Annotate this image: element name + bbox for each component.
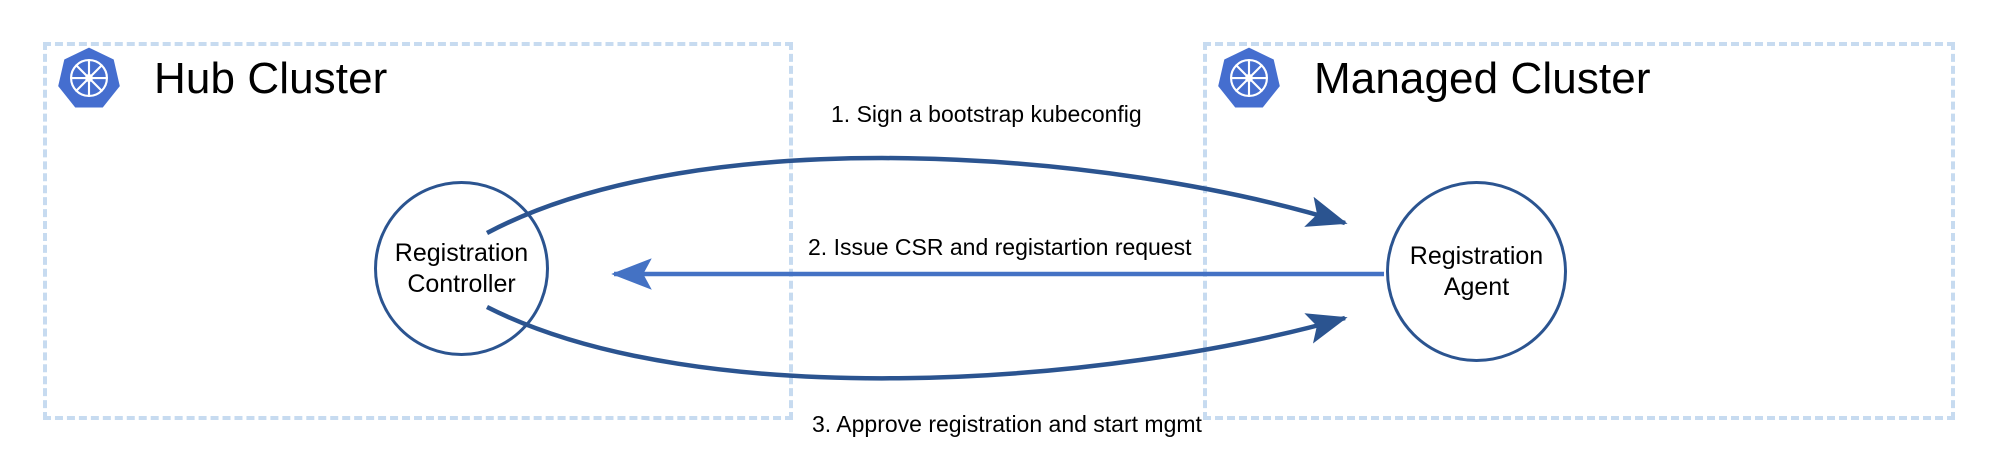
managed-cluster-title: Managed Cluster xyxy=(1314,54,1651,103)
flow-label-3: 3. Approve registration and start mgmt xyxy=(812,411,1202,437)
node-label-line-2: Controller xyxy=(407,269,516,298)
flow-label-2: 2. Issue CSR and registartion request xyxy=(808,234,1192,260)
hub-cluster-header: Hub Cluster xyxy=(58,46,387,112)
node-label-line-2: Agent xyxy=(1443,272,1510,301)
hub-cluster-title: Hub Cluster xyxy=(154,54,388,103)
kubernetes-icon xyxy=(58,47,120,108)
registration-agent-node: Registration Agent xyxy=(1386,181,1567,362)
flow-label-1: 1. Sign a bootstrap kubeconfig xyxy=(831,101,1142,127)
node-label-line-1: Registration xyxy=(394,239,529,267)
registration-controller-node: Registration Controller xyxy=(374,181,549,356)
node-label-line-1: Registration xyxy=(1409,242,1544,270)
kubernetes-icon xyxy=(1218,47,1280,108)
managed-cluster-header: Managed Cluster xyxy=(1218,46,1651,112)
